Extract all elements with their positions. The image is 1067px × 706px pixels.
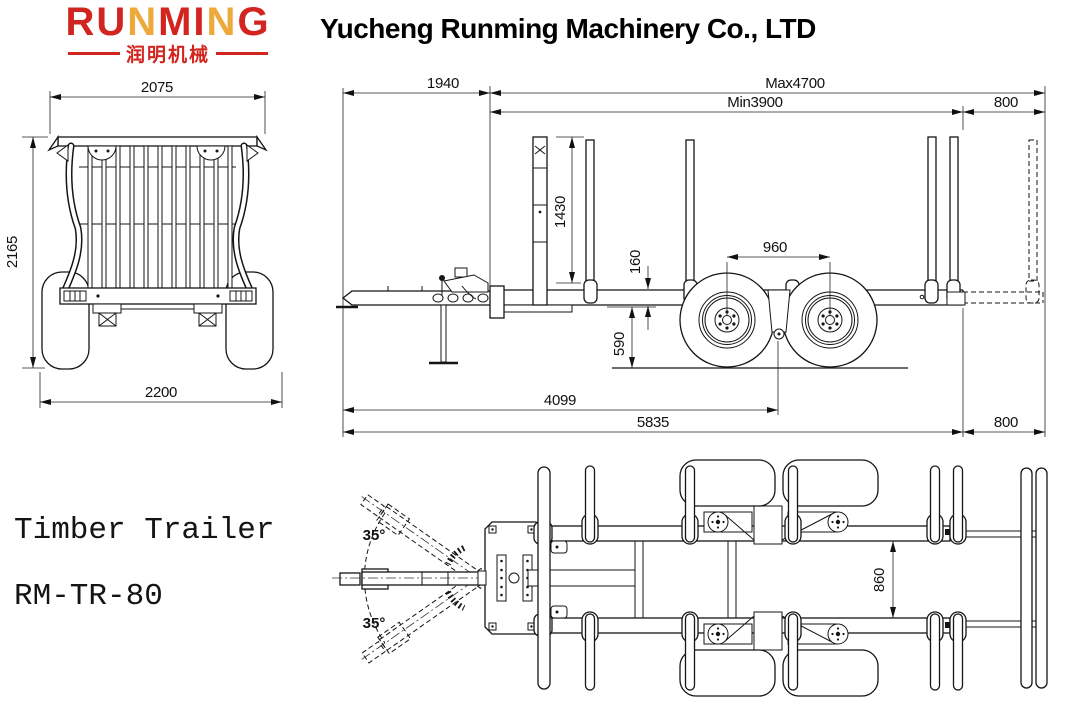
front-bumper bbox=[59, 287, 257, 305]
dim-side-bunk-length-max: Max4700 bbox=[765, 75, 825, 92]
top-tire-1 bbox=[679, 459, 776, 507]
company-title: Yucheng Runming Machinery Co., LTD bbox=[320, 13, 816, 44]
front-axle-detail bbox=[92, 303, 223, 327]
dim-side-frame-depth: 160 bbox=[627, 250, 644, 274]
logo: RUNMING 润明机械 bbox=[50, 2, 286, 67]
dim-top-swing-angle-upper: 35° bbox=[363, 527, 386, 544]
stake-holders bbox=[581, 465, 967, 691]
brand-part: MI bbox=[158, 0, 207, 44]
brand-tagline: 润明机械 bbox=[125, 45, 210, 66]
rear-bolster-inner bbox=[1020, 467, 1033, 689]
headboard bbox=[532, 136, 548, 306]
dim-side-rear-extension-bottom: 800 bbox=[994, 414, 1018, 431]
side-wheel-rear bbox=[782, 272, 878, 368]
top-suspension-lower bbox=[703, 611, 849, 651]
side-view: 1940 Max4700 Min3900 800 bbox=[336, 75, 1046, 437]
top-tire-2 bbox=[782, 459, 879, 507]
swing-arc bbox=[363, 512, 386, 644]
dim-front-overall-height: 2165 bbox=[4, 236, 21, 268]
extended-stake-dashed bbox=[1025, 139, 1040, 304]
top-tire-3 bbox=[679, 649, 776, 697]
dim-front-top-width: 2075 bbox=[141, 79, 173, 96]
dim-top-swing-angle-lower: 35° bbox=[363, 615, 386, 632]
drawbar-clamp bbox=[489, 285, 505, 319]
top-drawbar bbox=[332, 568, 492, 590]
dim-side-hitch-to-bogie: 4099 bbox=[544, 392, 576, 409]
dim-side-bunk-length-min: Min3900 bbox=[727, 94, 782, 111]
front-side-stakes bbox=[56, 142, 259, 294]
tagline-rule-right bbox=[216, 52, 268, 55]
dim-side-overall-length: 5835 bbox=[637, 414, 669, 431]
tagline-rule-left bbox=[67, 52, 120, 55]
rear-bolster-outer bbox=[1035, 467, 1048, 689]
brand-wordmark: RUNMING bbox=[50, 2, 286, 42]
brand-part: N bbox=[206, 0, 238, 44]
dim-front-track-width: 2200 bbox=[145, 384, 177, 401]
dim-side-stake-height: 1430 bbox=[552, 196, 569, 228]
rear-stakes bbox=[924, 136, 966, 306]
top-tire-4 bbox=[782, 649, 879, 697]
dim-top-frame-width: 860 bbox=[871, 568, 888, 592]
hitch-latch bbox=[439, 267, 489, 300]
jack-stand bbox=[440, 304, 447, 363]
side-drawbar bbox=[341, 290, 501, 306]
brand-part: N bbox=[127, 0, 159, 44]
dim-side-drawbar-length: 1940 bbox=[427, 75, 459, 92]
side-stakes bbox=[583, 139, 800, 304]
front-view: 2075 bbox=[4, 79, 283, 408]
dim-side-frame-ground-height: 590 bbox=[611, 332, 628, 356]
brand-part: RU bbox=[65, 0, 128, 44]
dim-side-rear-extension-top: 800 bbox=[994, 94, 1018, 111]
front-bolster bbox=[537, 466, 551, 690]
product-model: RM-TR-80 bbox=[14, 579, 163, 614]
brand-part: G bbox=[237, 0, 271, 44]
product-name: Timber Trailer bbox=[14, 513, 275, 548]
walking-beam bbox=[767, 289, 791, 340]
dim-side-axle-spacing: 960 bbox=[763, 239, 787, 256]
brand-tagline-row: 润明机械 bbox=[50, 40, 286, 67]
top-view: 35° 35° bbox=[332, 459, 1048, 697]
